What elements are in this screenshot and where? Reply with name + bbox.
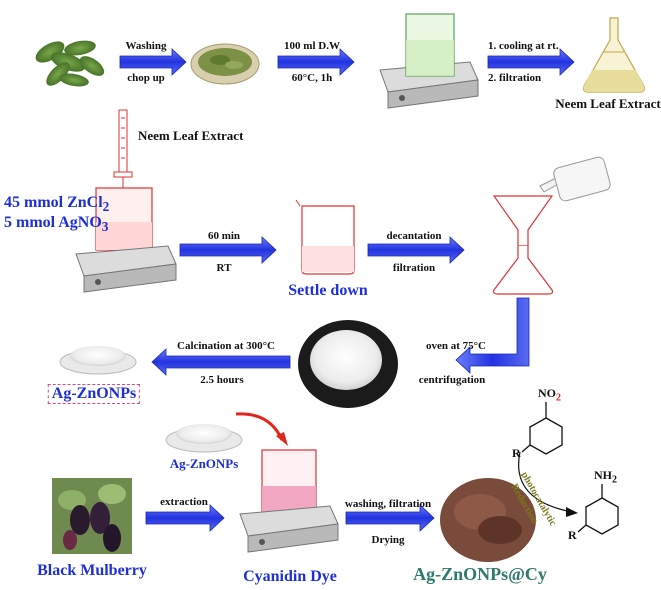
red-add-arrow [235,412,288,446]
label-no2: NO2 [538,386,561,404]
label-temp-time: 60°C, 1h [291,72,333,84]
reduction-arc-arrow [518,451,578,517]
nitrobenzene-structure [521,402,563,455]
powder-dish-large [298,320,398,408]
label-washing-filtration: washing, filtration [344,498,432,510]
catalyst-dish [165,424,243,453]
arrow-extraction [145,504,225,532]
powder-dish-small [59,346,137,375]
black-mulberry-image [52,478,132,554]
label-zncl2: 45 mmol ZnCl2 [4,194,110,215]
hotplate-beaker-green [379,13,479,109]
label-chop-up: chop up [127,72,165,84]
hotplate-beaker-pink [239,449,339,553]
burette [113,109,133,192]
label-oven: oven at 75°C [425,340,487,352]
label-60min: 60 min [207,230,241,242]
label-agno3: 5 mmol AgNO3 [4,214,109,235]
label-extraction: extraction [160,496,208,508]
label-ag-znonps-catalyst: Ag-ZnONPs [169,456,239,471]
label-filtration-1: 2. filtration [488,72,542,84]
settle-beaker [295,199,355,275]
label-calcination: Calcination at 300°C [177,340,275,352]
flask-neem-extract [582,17,646,93]
arrow-60min [179,236,277,264]
label-rt: RT [216,262,232,274]
label-cyanidin-dye: Cyanidin Dye [243,568,337,585]
filtration-setup [492,156,611,295]
label-r-bottom: R [568,528,577,542]
arrow-to-oven [455,297,530,374]
label-cooling: 1. cooling at rt. [488,40,559,52]
arrow-decantation [367,236,465,264]
chopped-leaves-plate [190,43,260,85]
label-filtration-2: filtration [392,262,436,274]
arrow-calcination [151,348,291,376]
arrow-washing [119,48,187,76]
label-black-mulberry: Black Mulberry [37,562,147,579]
label-nh2: NH2 [594,468,617,486]
arrow-heating [277,48,355,76]
label-centrifugation: centrifugation [418,374,486,386]
arrow-washing-filtration [345,504,435,532]
label-ag-znonps-cy: Ag-ZnONPs@Cy [413,564,547,584]
arrow-filtration-1 [487,48,575,76]
neem-leaves-image [35,40,105,87]
label-settle-down: Settle down [288,282,368,299]
label-hours: 2.5 hours [200,374,244,386]
dye-loaded-powder [440,478,536,562]
label-water: 100 ml D.W [284,40,340,52]
label-decantation: decantation [386,230,442,242]
label-drying: Drying [371,534,405,546]
label-r-top: R [512,446,521,460]
aniline-structure [577,484,619,535]
label-ag-znonps-product: Ag-ZnONPs [47,384,141,404]
label-washing: Washing [125,40,167,52]
hotplate-beaker-red [75,187,177,293]
label-neem-extract: Neem Leaf Extract [555,96,661,111]
label-burette-extract: Neem Leaf Extract [138,128,244,143]
